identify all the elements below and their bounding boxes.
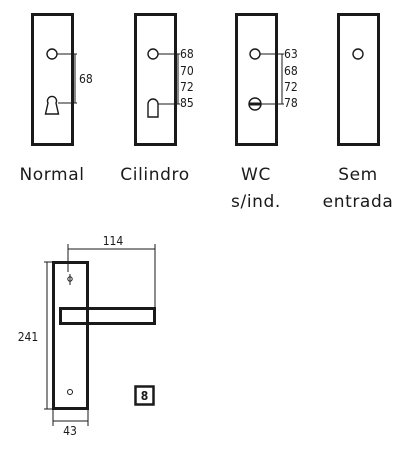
detail-bottom-screw-icon bbox=[67, 389, 73, 395]
wc-dim-3: 72 bbox=[284, 80, 298, 94]
handle-detail: 114 241 43 8 bbox=[18, 234, 156, 438]
cilindro-spindle-hole bbox=[147, 48, 159, 60]
height-dim-value: 241 bbox=[18, 330, 39, 344]
variant-wc: 63 68 72 78 WC s/ind. bbox=[231, 13, 298, 212]
width-dim-value: 114 bbox=[103, 234, 124, 248]
wc-dim-2: 68 bbox=[284, 64, 298, 78]
model-badge bbox=[134, 385, 155, 406]
detail-plate bbox=[52, 261, 89, 410]
cilindro-dim-2: 70 bbox=[180, 64, 194, 78]
cilindro-plate bbox=[134, 13, 177, 146]
plate-width-dim-value: 43 bbox=[63, 424, 77, 438]
cilindro-dim-4: 85 bbox=[180, 96, 194, 110]
sem-entrada-spindle-hole bbox=[352, 48, 364, 60]
variant-sem-entrada: Sem entrada bbox=[323, 13, 394, 212]
model-badge-number: 8 bbox=[141, 389, 149, 403]
wc-plate bbox=[235, 13, 278, 146]
normal-dim-value: 68 bbox=[79, 72, 93, 86]
cilindro-dim-1: 68 bbox=[180, 47, 194, 61]
normal-spindle-hole bbox=[46, 48, 58, 60]
lever-handle bbox=[59, 307, 156, 325]
wc-caption-line1: WC bbox=[241, 165, 271, 185]
normal-plate bbox=[31, 13, 74, 146]
cilindro-dim-3: 72 bbox=[180, 80, 194, 94]
variant-cilindro: 68 70 72 85 Cilindro bbox=[120, 13, 194, 185]
sem-entrada-plate bbox=[337, 13, 380, 146]
cylinder-hole-icon bbox=[147, 98, 159, 118]
sem-entrada-caption-line1: Sem bbox=[338, 165, 378, 185]
sem-entrada-caption-line2: entrada bbox=[323, 192, 394, 212]
cilindro-caption: Cilindro bbox=[120, 165, 189, 185]
wc-spindle-hole bbox=[249, 48, 261, 60]
wc-dim-4: 78 bbox=[284, 96, 298, 110]
wc-caption-line2: s/ind. bbox=[231, 192, 281, 212]
variant-normal: 68 Normal bbox=[19, 13, 93, 185]
wc-dim-1: 63 bbox=[284, 47, 298, 61]
normal-keyhole-icon bbox=[44, 95, 60, 115]
normal-caption: Normal bbox=[19, 165, 84, 185]
